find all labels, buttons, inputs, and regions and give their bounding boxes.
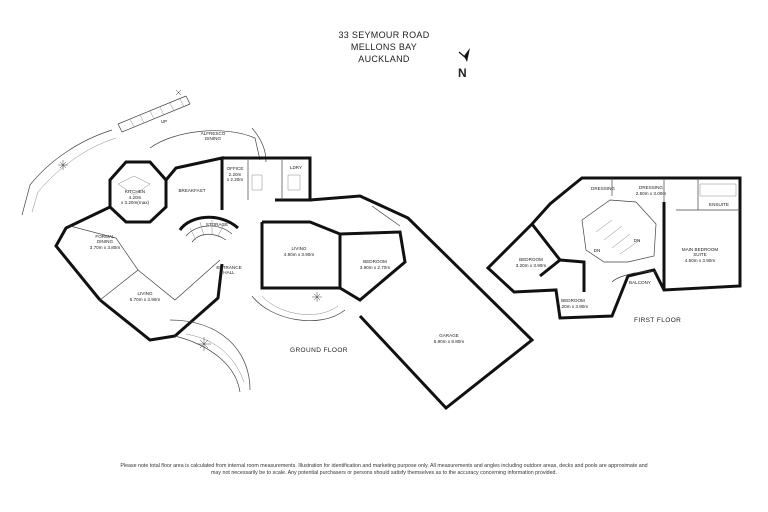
kitchen-dimensions: 4.20m x 3.20m(max)	[120, 195, 150, 206]
balcony-label: BALCONY	[629, 280, 651, 285]
address-line-1: 33 SEYMOUR ROAD	[338, 30, 430, 40]
north-label: N	[458, 66, 467, 80]
main-bedroom-label: MAIN BEDROOM SUITE	[681, 247, 719, 258]
stair-down-1-label: DN	[593, 248, 601, 253]
ensuite-label: ENSUITE	[709, 202, 729, 207]
first-floor-title: FIRST FLOOR	[634, 317, 682, 324]
laundry-label: LDRY	[289, 165, 303, 170]
bedroom-2-dimensions: 3.20m x 3.90m	[557, 304, 589, 309]
living-2-dimensions: 4.90m x 3.90m	[283, 252, 315, 257]
bedroom-label: BEDROOM	[363, 259, 387, 264]
breakfast-label: BREAKFAST	[178, 188, 206, 193]
formal-dining-dimensions: 3.70m x 3.80m	[89, 245, 121, 250]
main-bedroom-dimensions: 4.50m x 3.90m	[684, 258, 716, 263]
ground-floor-title: GROUND FLOOR	[290, 347, 348, 354]
address-line-3: AUCKLAND	[358, 54, 410, 64]
up-label: UP	[160, 119, 168, 124]
bedroom-1-dimensions: 3.20m x 3.90m	[515, 263, 547, 268]
north-arrow-icon	[458, 48, 470, 62]
dressing-2-label: DRESSING	[639, 185, 663, 190]
kitchen-label: KITCHEN	[124, 189, 146, 194]
bedroom-dimensions: 3.90m x 2.70m	[359, 265, 391, 270]
garage-label: GARAGE	[439, 333, 459, 338]
address-line-2: MELLONS BAY	[350, 42, 418, 52]
living-2-label: LIVING	[291, 246, 307, 251]
living-1-label: LIVING	[137, 291, 153, 296]
bedroom-2-label: BEDROOM	[561, 298, 585, 303]
first-floor-plan	[485, 176, 742, 320]
garage-dimensions: 5.90m x 8.80m	[433, 339, 465, 344]
dressing-1-label: DRESSING	[591, 186, 615, 191]
formal-dining-label: FORMAL DINING	[95, 234, 115, 245]
entrance-hall-label: ENTRANCE HALL	[216, 265, 242, 276]
dressing-2-dimensions: 2.50m x 3.00m	[635, 191, 667, 196]
bedroom-1-label: BEDROOM	[519, 257, 543, 262]
stair-down-2-label: DN	[633, 238, 641, 243]
living-1-dimensions: 5.70m x 3.90m	[129, 297, 161, 302]
office-dimensions: 2.20m x 2.20m	[226, 172, 244, 183]
alfresco-label: ALFRESCO DINING	[200, 131, 226, 142]
office-label: OFFICE	[226, 166, 244, 171]
disclaimer-text: Please note total floor area is calculat…	[120, 463, 648, 476]
ground-floor-plan	[21, 89, 535, 411]
storage-label: STORAGE	[205, 222, 229, 227]
